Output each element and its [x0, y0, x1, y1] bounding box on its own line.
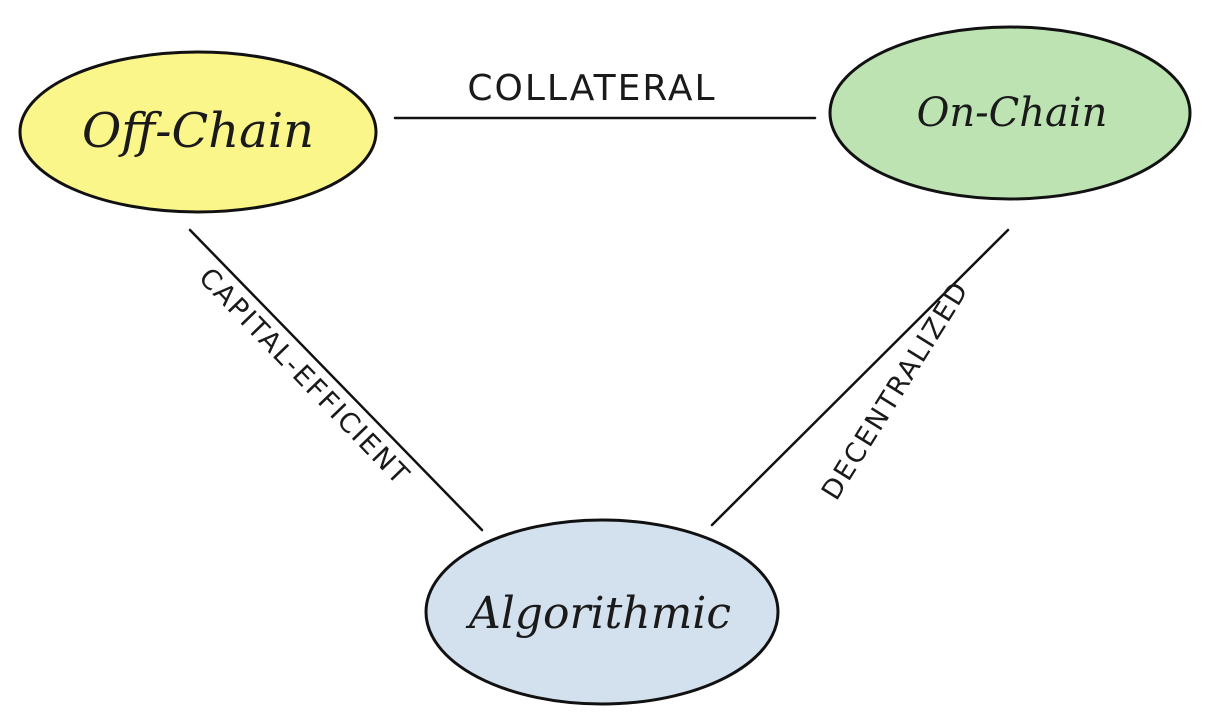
node-off-chain-shape [18, 50, 378, 214]
node-on-chain: On-Chain [828, 25, 1192, 201]
node-on-chain-shape [828, 25, 1192, 201]
edge-on-chain-algorithmic [710, 228, 1010, 527]
node-algorithmic-label: Algorithmic [465, 588, 731, 639]
edge-label-capital-efficient: CAPITAL-EFFICIENT [192, 262, 415, 492]
node-on-chain-label: On-Chain [917, 90, 1108, 136]
edge-label-decentralized: DECENTRALIZED [816, 275, 976, 505]
edge-label-collateral: COLLATERAL [467, 68, 716, 109]
edge-off-chain-algorithmic [188, 228, 484, 532]
node-algorithmic: Algorithmic [424, 518, 780, 706]
node-off-chain-label: Off-Chain [82, 103, 314, 159]
node-algorithmic-shape [424, 518, 780, 706]
node-off-chain: Off-Chain [18, 50, 378, 214]
